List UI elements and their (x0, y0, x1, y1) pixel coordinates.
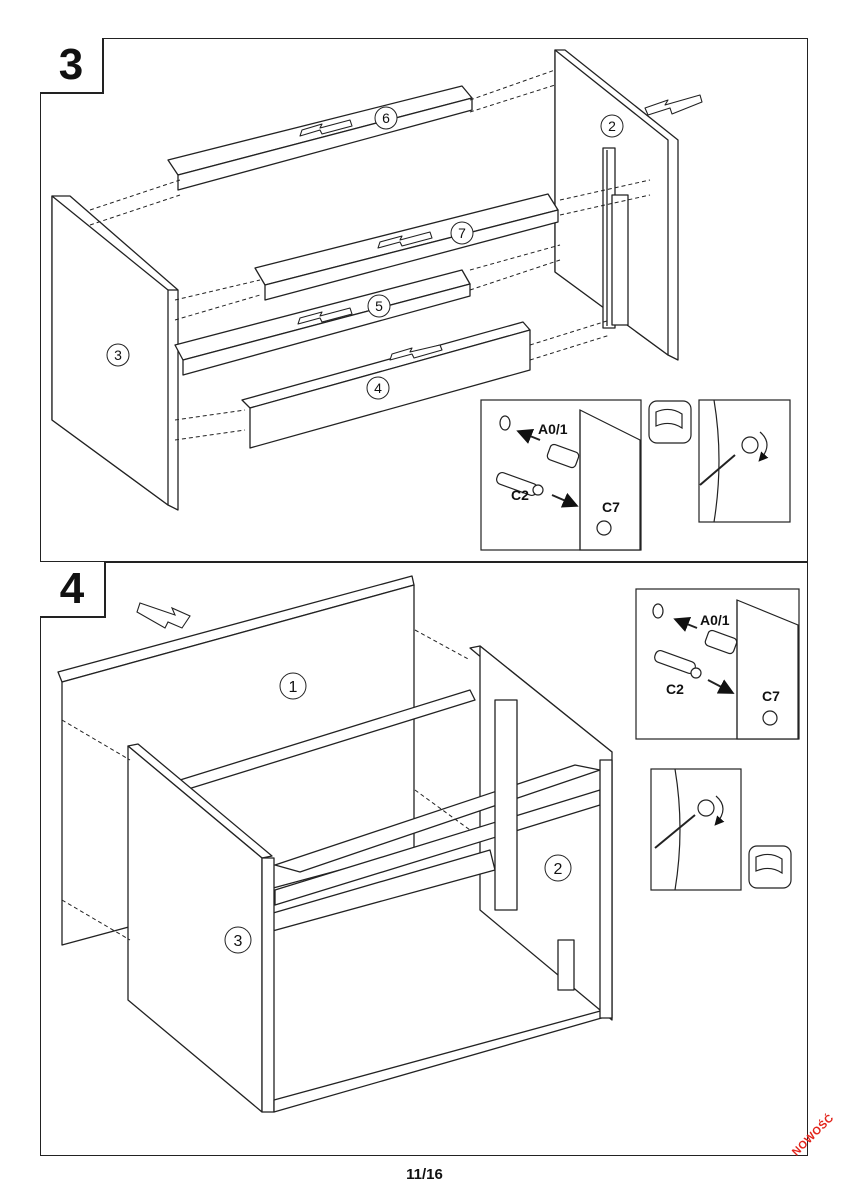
part-4-label: 4 (374, 380, 382, 396)
part-5-label: 5 (375, 298, 383, 314)
direction-arrow (136, 602, 191, 629)
part-3-label-step4: 3 (234, 933, 243, 950)
drawer-runner (602, 147, 629, 329)
step-4-panel: 4 (40, 562, 808, 1156)
detail-4-cam: C7 (762, 688, 780, 704)
step-4-number: 4 (40, 562, 106, 618)
part-7-label: 7 (458, 225, 466, 241)
detail-4-dowel: A0/1 (700, 612, 730, 628)
step-3-number: 3 (40, 38, 104, 94)
cam-tighten-icon (655, 408, 683, 430)
part-3-label: 3 (114, 347, 122, 363)
part-2-label-step4: 2 (554, 861, 563, 878)
step-3-fittings-detail (480, 399, 642, 551)
part-6-label: 6 (382, 110, 390, 126)
drawer-runner-step4 (494, 699, 518, 911)
detail-3-dowel: A0/1 (538, 421, 568, 437)
step-3-tighten-detail (698, 399, 791, 523)
step-4-tighten-detail (650, 768, 742, 891)
part-2-label: 2 (608, 118, 616, 134)
board-6 (167, 85, 473, 191)
detail-4-screw: C2 (666, 681, 684, 697)
step-3-panel: 3 (40, 38, 808, 562)
part-1-label: 1 (289, 679, 298, 696)
page-number: 11/16 (406, 1166, 443, 1183)
step-4-fittings-detail (635, 588, 800, 740)
panel-3-side (127, 743, 275, 1113)
detail-3-screw: C2 (511, 487, 529, 503)
detail-3-cam: C7 (602, 499, 620, 515)
